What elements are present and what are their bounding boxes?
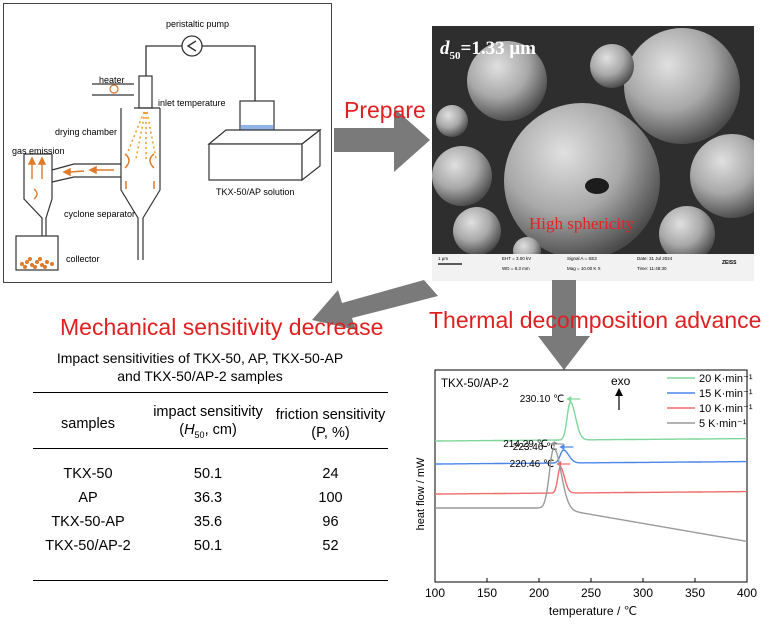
legend-entry: 10 K·min⁻¹ [699, 403, 753, 415]
x-tick-label: 350 [685, 586, 705, 600]
pump-icon [181, 35, 203, 57]
series-line [435, 466, 747, 495]
sem-signal: Signal A = SE2 [567, 256, 597, 261]
prepare-label: Prepare [344, 97, 426, 123]
peak-label: 214.29 ℃ [503, 439, 548, 450]
cell-sample: AP [78, 490, 98, 506]
heater-icon [109, 84, 119, 94]
chart-title: TKX-50/AP-2 [441, 378, 509, 390]
chamber-label: drying chamber [55, 127, 118, 137]
sem-wd: WD = 8.3 mm [502, 266, 530, 271]
peak-label: 223.46 ℃ [513, 442, 558, 453]
collector-label: collector [66, 254, 100, 264]
inlet-label: inlet temperature [158, 98, 226, 108]
y-axis-label: heat flow / mW [415, 457, 427, 531]
cell-friction: 52 [322, 538, 339, 554]
sensitivity-table: samples impact sensitivity (H50, cm) fri… [33, 400, 388, 558]
cell-sample: TKX-50 [63, 466, 113, 482]
x-axis-label: temperature / ℃ [548, 604, 638, 618]
peak-arrow [559, 444, 565, 450]
series-line [435, 447, 748, 543]
gas-label: gas emission [12, 146, 65, 156]
schematic-drawing [15, 35, 322, 271]
x-tick-label: 400 [737, 586, 757, 600]
solution-label: TKX-50/AP solution [216, 187, 295, 197]
series-line [435, 400, 747, 442]
x-tick-label: 100 [425, 586, 445, 600]
mechanical-label: Mechanical sensitivity decrease [60, 314, 384, 340]
dsc-chart: 100 150 200 250 300 350 400 230.10 ℃ 223.46 ℃ 22… [413, 368, 762, 624]
peak-label: 230.10 ℃ [520, 394, 565, 405]
table-row: AP 36.3 100 [33, 486, 388, 510]
d50-label: d50=1.33 μm [440, 38, 536, 62]
plot-frame [434, 369, 748, 583]
thermal-arrow [538, 280, 590, 370]
peak-label: 220.46 ℃ [510, 459, 555, 470]
heater-label: heater [99, 75, 125, 85]
cell-sample: TKX-50/AP-2 [45, 538, 131, 554]
sem-image: d50=1.33 μm High sphericity 1 μm EHT = 3… [432, 26, 754, 281]
sem-caption: High sphericity [529, 214, 635, 233]
cell-friction: 24 [322, 466, 339, 482]
legend-entry: 15 K·min⁻¹ [699, 388, 753, 400]
dsc-plot: 100 150 200 250 300 350 400 230.10 ℃ 223.46 ℃ 22… [425, 369, 757, 600]
mechanical-arrow [312, 280, 438, 330]
cell-impact: 50.1 [193, 538, 223, 554]
sem-time: Time: 11:48:30 [637, 266, 667, 271]
cell-impact: 36.3 [193, 490, 223, 506]
table-bottom-rule [33, 580, 388, 581]
zeiss-logo: ZEISS [722, 260, 737, 266]
table-row: TKX-50 50.1 24 [33, 462, 388, 486]
x-tick-label: 200 [529, 586, 549, 600]
legend-entry: 20 K·min⁻¹ [699, 373, 753, 385]
sem-mag: Mag = 10.00 K X [567, 266, 601, 271]
sem-particles [432, 26, 754, 281]
x-tick-label: 250 [581, 586, 601, 600]
cell-impact: 35.6 [193, 514, 223, 530]
pump-label: peristaltic pump [166, 19, 230, 29]
table-header-row: samples impact sensitivity (H50, cm) fri… [33, 400, 388, 448]
table-title: Impact sensitivities of TKX-50, AP, TKX-… [56, 350, 344, 384]
header-impact: impact sensitivity (H50, cm) [153, 404, 263, 441]
sem-eht: EHT = 3.00 kV [502, 256, 532, 261]
table-top-rule [33, 392, 388, 393]
header-samples: samples [61, 415, 115, 432]
sem-date: Date: 31 Jul 2024 [637, 256, 673, 261]
x-tick-label: 300 [633, 586, 653, 600]
cell-impact: 50.1 [193, 466, 223, 482]
cell-friction: 100 [318, 490, 343, 506]
peak-arrow [566, 396, 572, 402]
exo-label: exo [611, 374, 631, 388]
prepare-arrow [334, 108, 430, 172]
x-tick-label: 150 [477, 586, 497, 600]
sem-scale: 1 μm [438, 256, 449, 261]
table-row: TKX-50/AP-2 50.1 52 [33, 534, 388, 558]
thermal-label: Thermal decomposition advance [429, 307, 762, 333]
series-line [435, 449, 747, 465]
cell-friction: 96 [322, 514, 339, 530]
legend-entry: 5 K·min⁻¹ [699, 418, 747, 430]
cyclone-label: cyclone separator [64, 209, 136, 219]
cell-sample: TKX-50-AP [51, 514, 125, 530]
header-friction: friction sensitivity (P, %) [275, 406, 386, 441]
peak-arrow [549, 441, 555, 447]
spray-drying-schematic: peristaltic pump heater inlet temperatur… [3, 3, 332, 283]
table-row: TKX-50-AP 35.6 96 [33, 510, 388, 534]
